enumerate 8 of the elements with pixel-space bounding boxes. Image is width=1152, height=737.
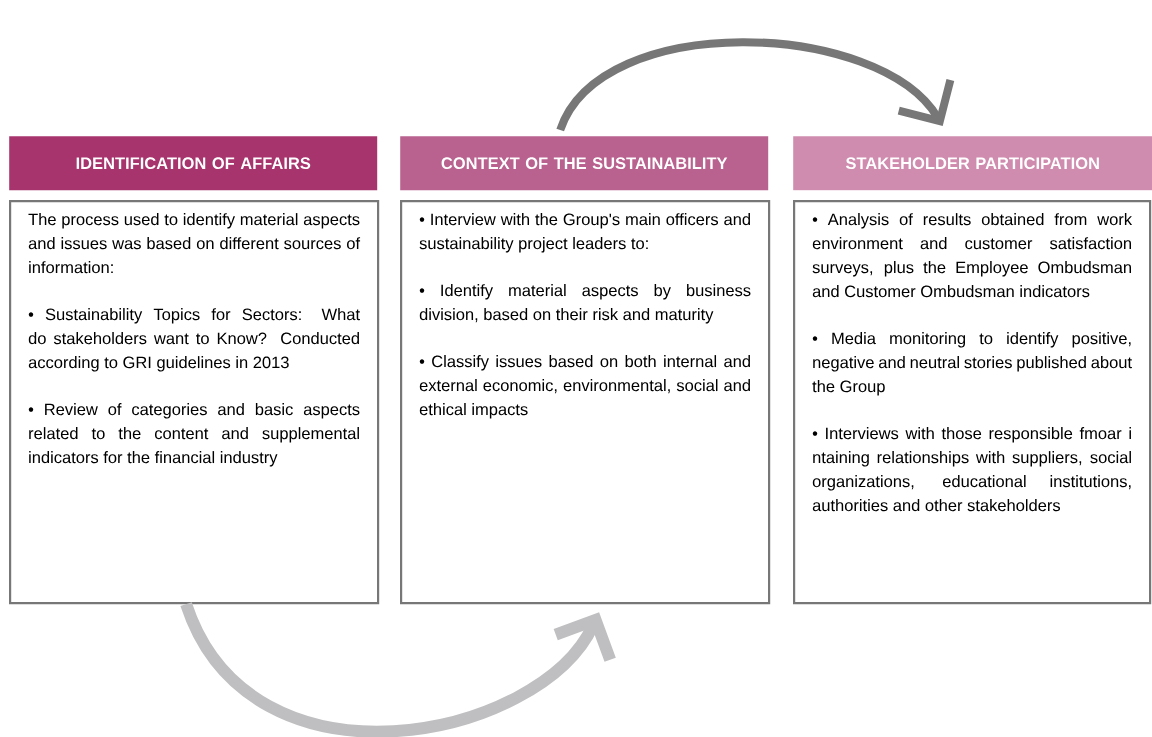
text-box: • Analysis of results obtained from work environment and customer satisfaction surveys, plus the Employee Ombudsman and Customer Ombudsman indicators • Media monitoring to identify positive, negative and neutral stories published about the Group • Interviews with those responsible fmoar i ntaining relationships with suppliers, social organizations, educational institutions, authorities and other stakeholders: [793, 200, 1152, 605]
header-band: IDENTIFICATION OF AFFAIRS: [9, 136, 378, 191]
curved-arrow: [556, 38, 955, 132]
header-band: CONTEXT OF THE SUSTAINABILITY: [400, 136, 769, 191]
text-box: The process used to identify material aspects and issues was based on different sources of information: • Sustainability Topics for Sectors: What do stakeholders want to Know? Conducted according to GRI guidelines in 2013 • Review of categories and basic aspects related to the content and supplemental indicators for the financial industry: [9, 200, 380, 605]
header-band: STAKEHOLDER PARTICIPATION: [793, 136, 1152, 191]
text-box: • Interview with the Group's main officers and sustainability project leaders to: • Identify material aspects by business division, based on their risk and maturity • Classify issues based on both internal and external economic, environmental, social and ethical impacts: [400, 200, 771, 605]
curved-arrow: [180, 601, 616, 737]
